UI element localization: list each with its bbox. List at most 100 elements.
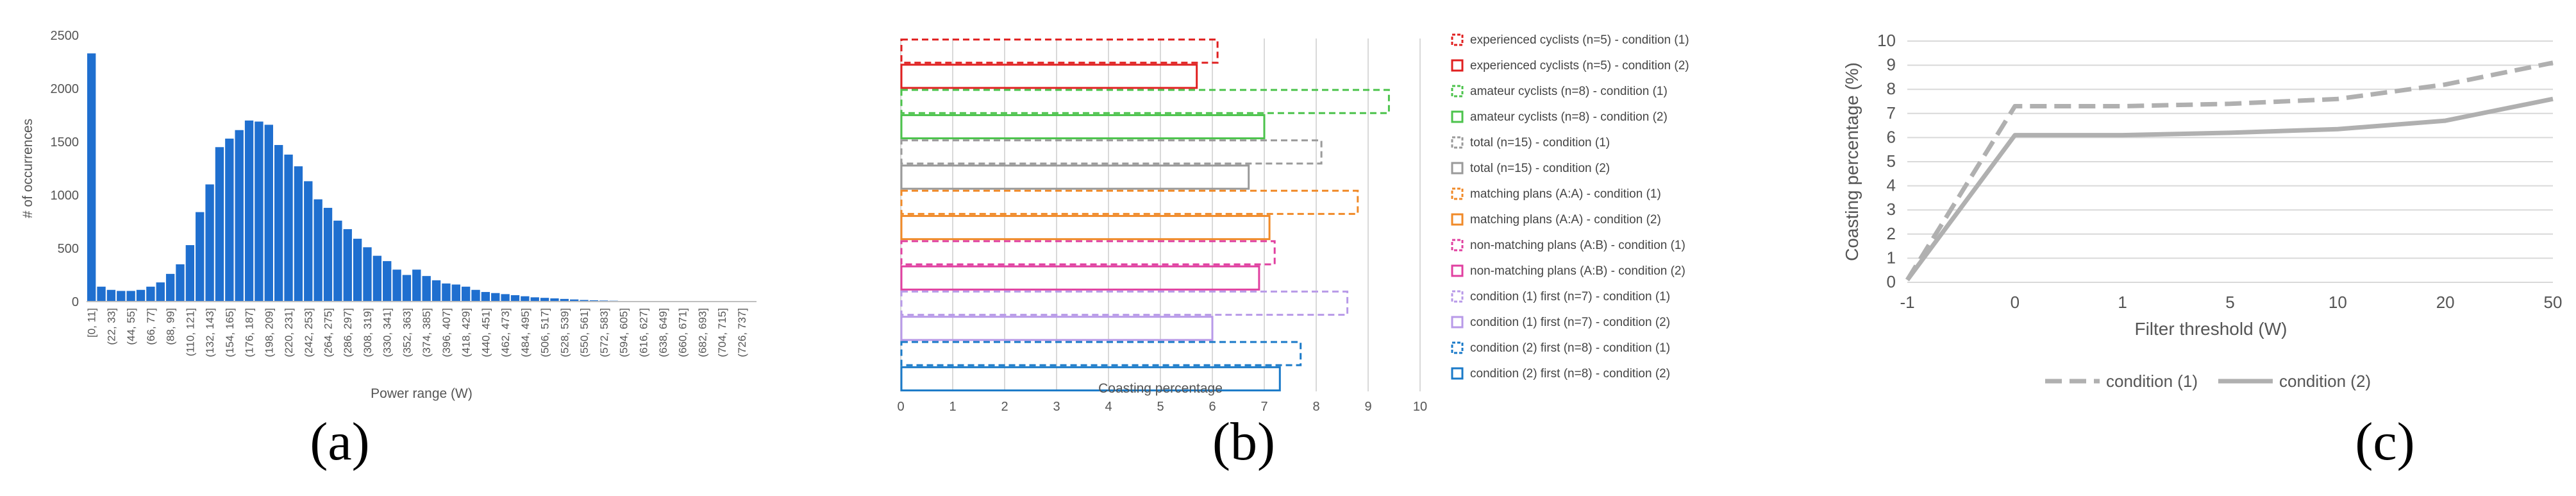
x-tick-label: 8 <box>1312 400 1319 411</box>
series-line <box>1905 60 2554 282</box>
x-tick-label: (572, 583] <box>598 308 610 357</box>
x-tick-label: 10 <box>2329 293 2347 312</box>
x-tick-label: (616, 627] <box>637 308 649 357</box>
x-tick-label: 20 <box>2436 293 2455 312</box>
y-tick-label: 1 <box>1887 248 1896 267</box>
histogram-bar <box>570 299 579 302</box>
x-tick-label: (396, 407] <box>440 308 453 357</box>
legend-swatch <box>1451 239 1464 252</box>
histogram-bar <box>481 292 490 302</box>
histogram-bar <box>294 166 303 302</box>
bar <box>900 64 1198 89</box>
legend-swatch <box>1451 162 1464 175</box>
x-tick-label: (286, 297] <box>342 308 354 357</box>
histogram-bar <box>451 284 460 302</box>
x-tick-label: 3 <box>1053 400 1060 411</box>
x-tick-label: (440, 451] <box>480 308 492 357</box>
histogram-bar <box>461 286 471 302</box>
bar <box>900 114 1266 140</box>
x-tick-label: 0 <box>2011 293 2020 312</box>
x-tick-label: 1 <box>2118 293 2127 312</box>
histogram-bar <box>146 286 155 302</box>
legend-label: total (n=15) - condition (1) <box>1470 136 1610 150</box>
histogram-bar <box>412 269 421 302</box>
x-tick-label: 2 <box>1001 400 1008 411</box>
legend-swatch <box>1451 110 1464 123</box>
x-tick-label: 9 <box>1364 400 1371 411</box>
x-tick-label: (198, 209] <box>263 308 275 357</box>
y-axis-title: Coasting percentage (%) <box>1842 62 1862 261</box>
histogram-bar <box>255 121 263 302</box>
bar <box>900 139 1323 165</box>
x-tick-label: (704, 715] <box>716 308 728 357</box>
legend-swatch <box>1451 33 1464 46</box>
bar <box>900 189 1359 215</box>
bar <box>900 290 1349 316</box>
y-tick-label: 5 <box>1887 151 1896 171</box>
y-tick-label: 10 <box>1877 31 1896 50</box>
x-tick-label: (308, 319] <box>362 308 374 357</box>
bar <box>900 240 1276 266</box>
y-tick-label: 1000 <box>51 189 79 203</box>
legend-label: matching plans (A:A) - condition (1) <box>1470 187 1661 201</box>
histogram-bar <box>196 212 205 302</box>
x-tick-label: (484, 495] <box>519 308 531 357</box>
histogram-bar <box>343 229 352 302</box>
x-tick-label: (638, 649] <box>657 308 669 357</box>
histogram-bar <box>442 283 451 302</box>
x-tick-label: (506, 517] <box>539 308 551 357</box>
x-tick-label: (660, 671] <box>677 308 689 357</box>
x-tick-label: (726, 737] <box>736 308 748 357</box>
histogram-bar <box>363 247 372 302</box>
x-tick-label: 5 <box>1157 400 1164 411</box>
histogram-bar <box>501 294 510 302</box>
panel-label-b: (b) <box>1212 412 1275 472</box>
legend-swatch <box>1451 341 1464 354</box>
x-tick-label: (594, 605] <box>618 308 630 357</box>
y-tick-label: 0 <box>1887 272 1896 291</box>
x-tick-label: (462, 473] <box>499 308 512 357</box>
histogram-bar <box>165 273 175 302</box>
histogram-bar <box>225 139 234 302</box>
histogram-bar <box>521 296 530 302</box>
y-tick-label: 7 <box>1887 103 1896 123</box>
histogram-bar <box>392 269 401 302</box>
bar <box>900 164 1250 190</box>
x-tick-label: 7 <box>1260 400 1267 411</box>
legend-label: amateur cyclists (n=8) - condition (1) <box>1470 85 1668 98</box>
histogram-bar <box>274 144 283 302</box>
x-tick-label: (22, 33] <box>105 308 117 345</box>
y-axis-title: # of occurrences <box>21 119 35 218</box>
legend-swatch <box>1451 187 1464 200</box>
x-tick-label: (264, 275] <box>322 308 335 357</box>
y-tick-label: 4 <box>1887 176 1896 195</box>
histogram-bar <box>215 147 224 302</box>
panel-label-c: (c) <box>2355 412 2415 472</box>
histogram-bar <box>126 291 135 302</box>
panel-label-a: (a) <box>310 412 370 472</box>
y-tick-label: 2500 <box>51 29 79 43</box>
x-axis-title: Filter threshold (W) <box>2134 319 2287 339</box>
x-tick-label: (154, 165] <box>224 308 236 357</box>
histogram-bar <box>284 154 293 302</box>
bar <box>900 316 1214 341</box>
y-tick-label: 3 <box>1887 200 1896 219</box>
histogram-bar <box>471 289 480 302</box>
x-tick-label: (88, 99] <box>165 308 177 345</box>
x-tick-label: 10 <box>1413 400 1427 411</box>
x-tick-label: 50 <box>2544 293 2563 312</box>
y-tick-label: 2000 <box>51 82 79 96</box>
legend-label: condition (1) first (n=7) - condition (1… <box>1470 290 1670 304</box>
x-axis-title: Power range (W) <box>371 386 473 401</box>
histogram-bar <box>372 255 382 302</box>
x-tick-label: (220, 231] <box>283 308 295 357</box>
legend-label: condition (2) <box>2279 372 2371 391</box>
legend-label: condition (2) first (n=8) - condition (1… <box>1470 341 1670 355</box>
y-tick-label: 1500 <box>51 135 79 150</box>
histogram-bar <box>264 124 273 302</box>
histogram-bar <box>550 298 559 302</box>
